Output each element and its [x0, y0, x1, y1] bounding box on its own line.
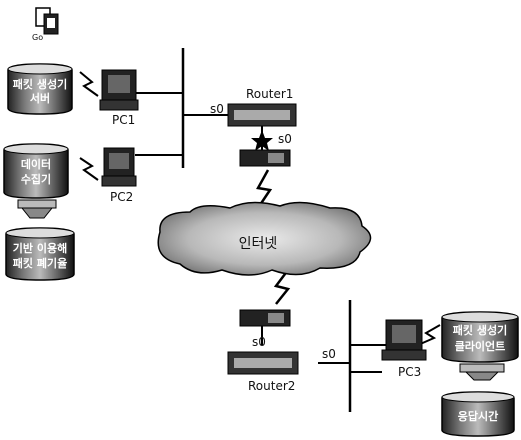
router2-label: Router2 [248, 379, 295, 393]
packet-loss-line1: 기반 이용해 [13, 241, 67, 255]
packet-generator-client-line1: 패킷 생성기 [453, 323, 507, 337]
data-collector-line1: 데이터 [21, 157, 51, 171]
router1-port-b: s0 [278, 132, 292, 146]
packet-generator-client-line2: 클라이언트 [455, 339, 506, 353]
packet-loss-line2: 패킷 폐기율 [13, 256, 67, 270]
router2-port-b: s0 [322, 347, 336, 361]
packet-loss-result-box: 기반 이용해 패킷 폐기율 [6, 228, 74, 280]
document-caption: Go [32, 33, 43, 42]
data-collector-line2: 수집기 [21, 172, 51, 186]
response-time-label: 응답시간 [458, 409, 498, 423]
serial-link-2 [276, 270, 288, 304]
down-arrow-icon [18, 200, 56, 218]
router1-port-a: s0 [210, 102, 224, 116]
packet-generator-client-box: 패킷 생성기 클라이언트 [442, 312, 518, 362]
router1-icon: Router1 s0 s0 [210, 87, 296, 146]
document-icon: Go [32, 8, 58, 42]
packet-generator-server-box: 패킷 생성기 서버 [8, 64, 72, 114]
pc3-label: PC3 [398, 365, 421, 379]
pc2-label: PC2 [110, 190, 133, 204]
packet-generator-server-line2: 서버 [30, 91, 50, 105]
pc2-computer-icon: PC2 [102, 148, 136, 204]
router2-port-a: s0 [252, 335, 266, 349]
pc1-label: PC1 [112, 113, 135, 127]
internet-cloud: 인터넷 [158, 202, 370, 275]
serial-interface-2 [240, 310, 290, 326]
router1-label: Router1 [246, 87, 293, 101]
internet-label: 인터넷 [239, 236, 278, 252]
pc3-computer-icon: PC3 [382, 320, 426, 379]
packet-generator-server-line1: 패킷 생성기 [13, 77, 67, 91]
response-time-box: 응답시간 [442, 392, 514, 436]
pc1-computer-icon: PC1 [100, 70, 138, 127]
down-arrow-icon-2 [460, 364, 504, 380]
serial-interface-1 [240, 150, 290, 166]
data-collector-box: 데이터 수집기 [4, 144, 68, 198]
